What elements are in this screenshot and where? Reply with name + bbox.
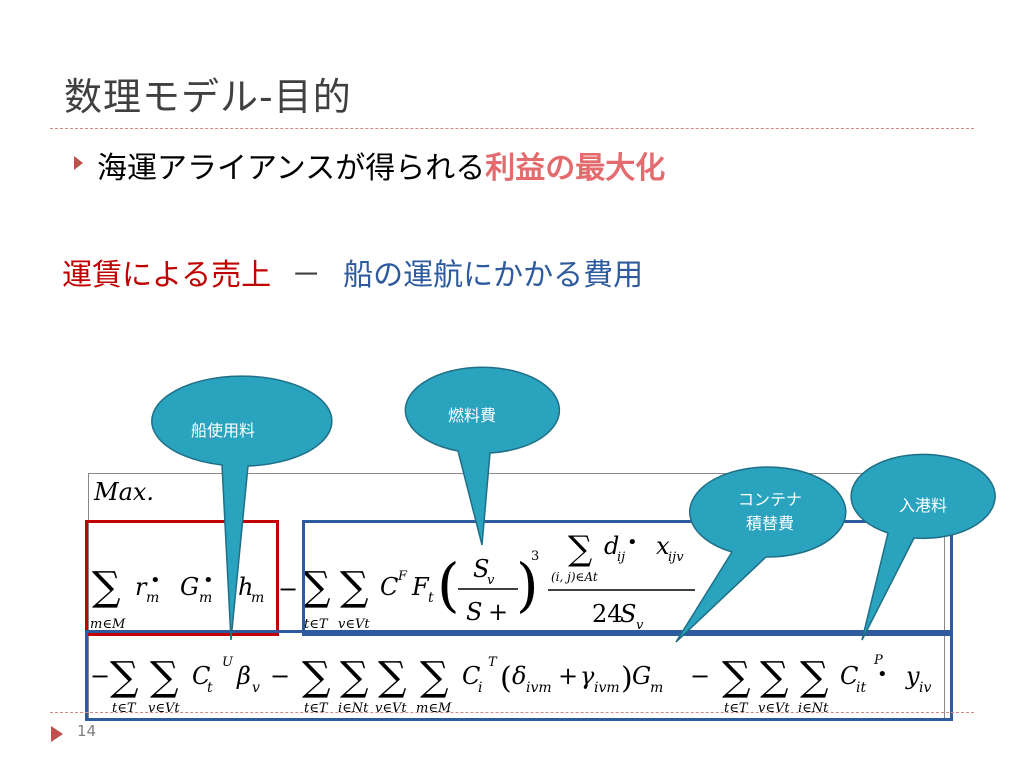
callout-container-transship (675, 466, 847, 643)
callout-container-label-line1: コンテナ (737, 490, 802, 509)
callout-container-label-line2: 積替費 (745, 514, 794, 533)
cost-term-box-bottom (85, 630, 953, 721)
callout-ship-fee (151, 375, 333, 641)
word-equation: 運賃による売上 － 船の運航にかかる費用 (62, 250, 643, 294)
cost-text: 船の運航にかかる費用 (343, 258, 644, 293)
callout-port-fee-label: 入港料 (898, 496, 947, 515)
cost-term-box-top (302, 520, 953, 636)
callout-fuel-cost (404, 366, 561, 546)
max-label: Max. (94, 478, 155, 506)
bullet-text: 海運アライアンスが得られる利益の最大化 (97, 143, 665, 187)
bullet-triangle-icon (74, 156, 83, 170)
page-number: 14 (77, 722, 97, 740)
callout-port-fee (850, 453, 996, 641)
footer-divider (50, 712, 974, 713)
callout-fuel-cost-label: 燃料費 (447, 406, 496, 425)
title-divider (50, 128, 974, 129)
revenue-term-box (85, 520, 279, 636)
callout-ship-fee-label: 船使用料 (190, 421, 255, 440)
footer-triangle-icon (51, 726, 63, 742)
minus-sign: － (291, 258, 322, 293)
page-title: 数理モデル-目的 (64, 75, 352, 119)
bullet-highlight-text: 利益の最大化 (485, 151, 666, 186)
revenue-text: 運賃による売上 (62, 258, 272, 293)
bullet-main-text: 海運アライアンスが得られる (97, 151, 486, 186)
